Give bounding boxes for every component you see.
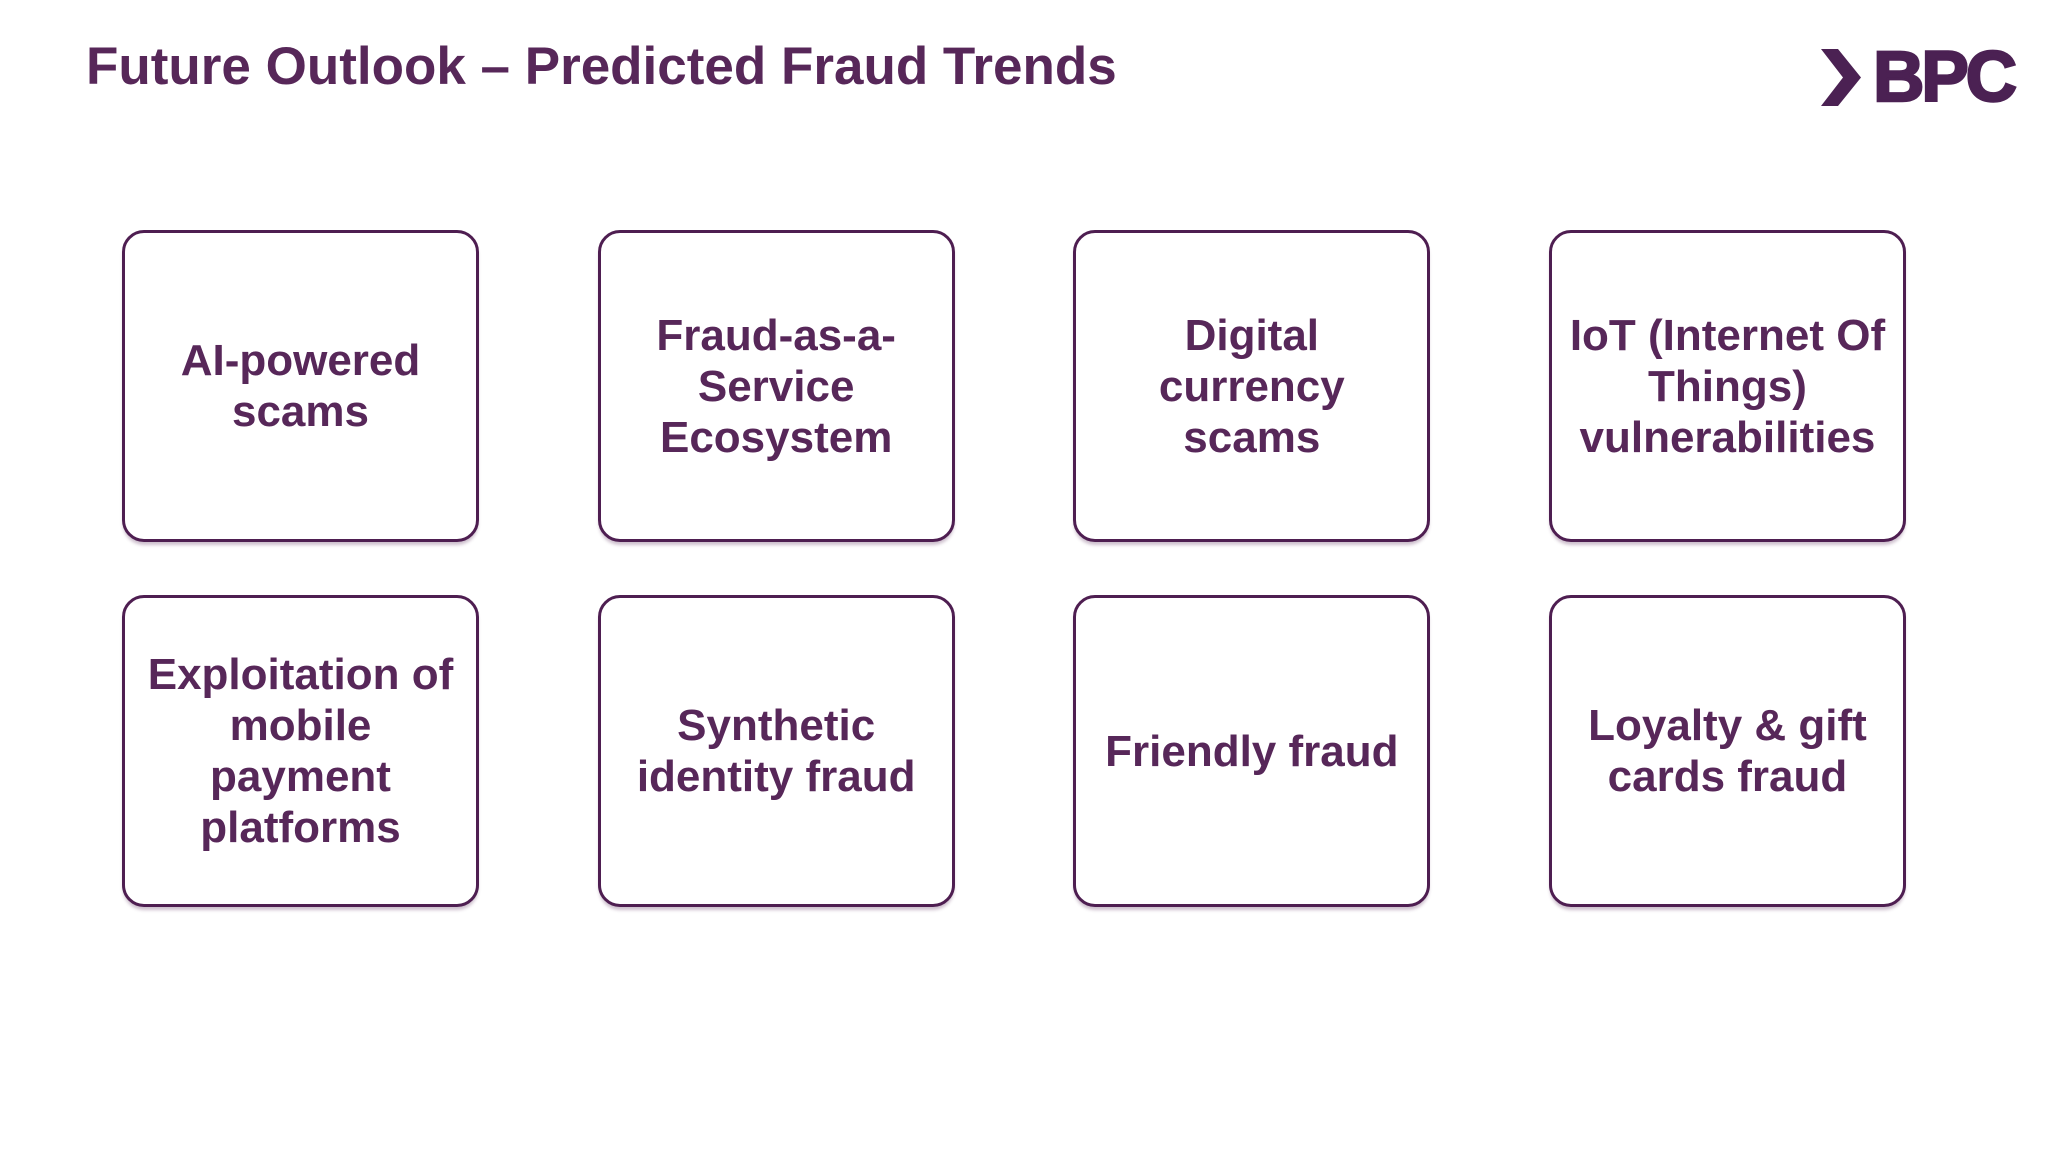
- trend-card-label: IoT (Internet Of Things) vulnerabilities: [1569, 310, 1886, 462]
- bpc-logo: BPC: [1821, 37, 2018, 117]
- trend-grid: AI-powered scams Fraud-as-a- Service Eco…: [122, 230, 1906, 907]
- trend-card-iot-vulnerabilities: IoT (Internet Of Things) vulnerabilities: [1548, 230, 1906, 542]
- chevron-right-icon: [1821, 48, 1862, 106]
- trend-card-synthetic-identity-fraud: Synthetic identity fraud: [597, 595, 955, 907]
- trend-card-label: AI-powered scams: [180, 336, 421, 436]
- trend-card-ai-powered-scams: AI-powered scams: [122, 230, 479, 542]
- trend-card-loyalty-gift-cards-fraud: Loyalty & gift cards fraud: [1548, 595, 1906, 907]
- trend-card-friendly-fraud: Friendly fraud: [1073, 595, 1431, 907]
- trend-card-label: Digital currency scams: [1158, 310, 1345, 462]
- trend-card-label: Exploitation of mobile payment platforms: [147, 650, 454, 852]
- trend-card-label: Friendly fraud: [1105, 726, 1399, 776]
- page-title: Future Outlook – Predicted Fraud Trends: [86, 37, 1117, 96]
- trend-card-mobile-payment-exploitation: Exploitation of mobile payment platforms: [122, 595, 479, 907]
- logo-text: BPC: [1872, 37, 2018, 117]
- trend-card-digital-currency-scams: Digital currency scams: [1073, 230, 1431, 542]
- trend-card-label: Loyalty & gift cards fraud: [1588, 701, 1867, 801]
- trend-card-label: Synthetic identity fraud: [636, 701, 916, 801]
- trend-card-fraud-as-a-service: Fraud-as-a- Service Ecosystem: [597, 230, 955, 542]
- trend-card-label: Fraud-as-a- Service Ecosystem: [656, 310, 896, 462]
